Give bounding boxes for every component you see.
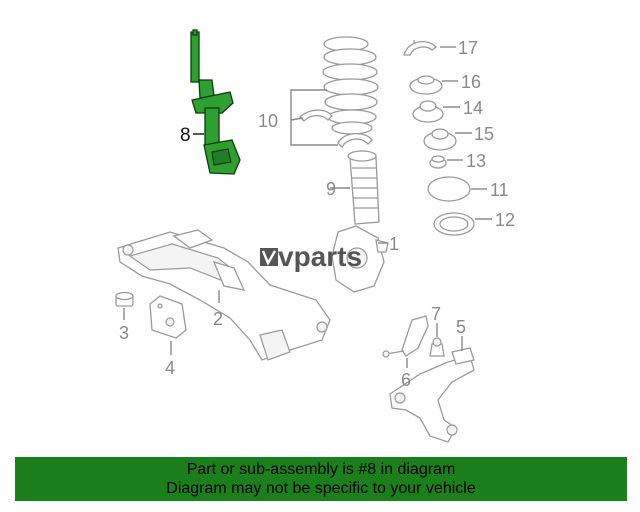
strut-mount-part-14[interactable] [412,100,444,123]
watermark-logo: vparts [258,240,388,272]
bumper-part-13[interactable] [429,155,447,169]
strut-assembly-part-8[interactable] [190,29,241,175]
bushing-part-3[interactable] [115,291,134,307]
leader-10c [290,120,338,146]
callout-8: 8 [180,125,191,146]
bracket-arm-part-6[interactable] [382,315,429,358]
callout-6: 6 [401,370,411,390]
callout-3: 3 [119,323,129,343]
callout-14: 14 [463,98,483,118]
crossmember-part-2[interactable] [117,229,331,361]
lower-control-arm-part-5[interactable] [389,347,475,443]
insulator-part-11[interactable] [427,176,471,202]
watermark-text: vparts [278,241,362,272]
spring-seat-part-15[interactable] [423,128,457,151]
mount-cap-part-16[interactable] [409,75,443,95]
coil-spring-part-10[interactable] [299,36,379,149]
watermark-badge-icon [260,248,278,266]
callout-15: 15 [474,124,494,144]
callout-5: 5 [456,317,466,337]
notice-line-1: Part or sub-assembly is #8 in diagram [186,461,456,478]
callout-16: 16 [461,72,481,92]
callout-1: 1 [389,234,399,254]
steering-knuckle-part-1[interactable] [331,225,389,293]
bracket-part-4[interactable] [149,295,187,339]
bracket-part-17[interactable] [403,40,437,56]
notice-line-2: Diagram may not be specific to your vehi… [166,480,476,497]
callout-7: 7 [431,304,441,324]
lower-insulator-part-12[interactable] [433,212,475,236]
callout-11: 11 [490,180,509,200]
callout-12: 12 [495,210,515,230]
callout-17: 17 [458,38,478,58]
parts-diagram: 8 10 9 1 17 16 14 15 13 11 12 2 3 4 7 5 … [115,29,515,443]
callout-10: 10 [258,111,278,131]
leader-10b [290,117,304,121]
callout-9: 9 [326,179,336,199]
callout-13: 13 [466,151,486,171]
leader-10a [290,89,327,120]
callout-4: 4 [165,358,175,378]
callout-2: 2 [213,309,223,329]
stabilizer-link-part-7[interactable] [429,337,445,357]
notice-banner: Part or sub-assembly is #8 in diagram Di… [15,457,627,501]
dust-boot-part-9[interactable] [347,150,380,225]
